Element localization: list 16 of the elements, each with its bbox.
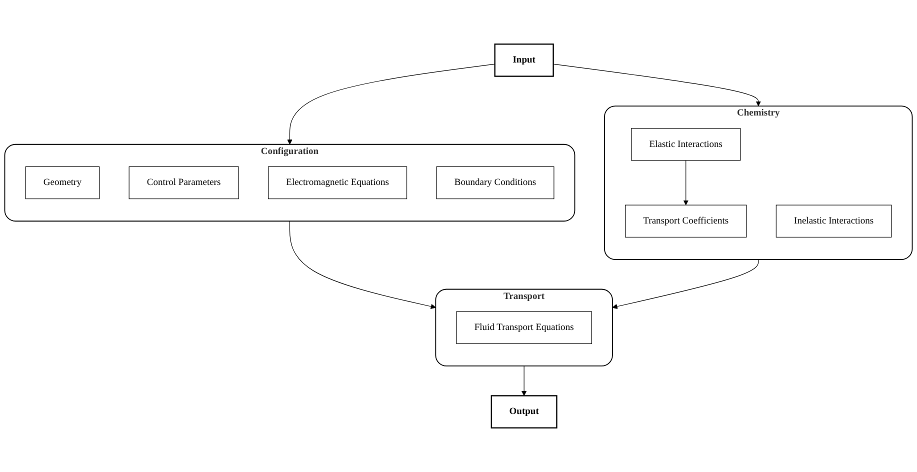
node-box: Fluid Transport Equations: [456, 311, 592, 344]
arrow: [287, 64, 496, 145]
node-box: Electromagnetic Equations: [268, 166, 408, 200]
node-box: Output: [490, 395, 558, 428]
arrow: [553, 64, 761, 106]
arrow: [289, 220, 436, 310]
arrow: [612, 259, 759, 310]
arrow: [521, 366, 527, 396]
node-box: Inelastic Interactions: [776, 204, 892, 238]
node-box: Elastic Interactions: [631, 128, 741, 161]
arrow: [683, 160, 688, 206]
node-box: Geometry: [25, 166, 100, 200]
node-box: Input: [494, 44, 554, 77]
node-box: Boundary Conditions: [436, 166, 554, 200]
node-box: Control Parameters: [128, 166, 239, 200]
node-box: Transport Coefficients: [625, 204, 747, 238]
